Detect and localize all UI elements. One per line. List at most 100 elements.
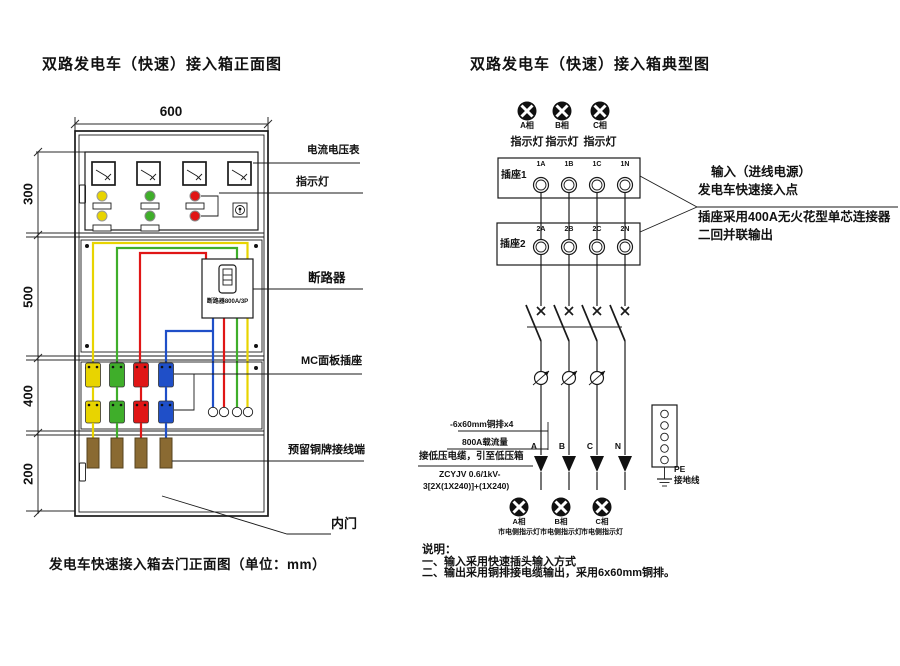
bus-note-2: 800A载流量: [462, 437, 508, 447]
right-title: 双路发电车（快速）接入箱典型图: [470, 56, 711, 73]
lamp-red: [189, 210, 201, 222]
label-breaker: 断路器: [308, 271, 346, 285]
button: [92, 224, 112, 232]
bus-note-1: -6x60mm铜排x4: [450, 419, 514, 429]
lamp-icon: [590, 101, 610, 121]
output-arrow: [618, 456, 632, 490]
top-lamp-phase-a: A相: [520, 121, 534, 130]
meter-icon: [136, 161, 161, 186]
phase-label-b: B: [558, 441, 565, 451]
pe-label: PE: [674, 464, 686, 474]
mc-connector-green: [109, 362, 125, 440]
height-dimension-200: 200: [20, 463, 36, 485]
breaker-box: [201, 258, 254, 319]
cabinet-outline: [74, 130, 269, 517]
mc-connector-red: [133, 362, 149, 440]
ground-label: 接地线: [674, 475, 700, 485]
top-lamp-label-a: 指示灯: [510, 136, 544, 148]
mc-section: [80, 361, 263, 440]
lamp-icon: [509, 497, 529, 517]
breaker-icon: [218, 264, 237, 294]
label-inner-door: 内门: [331, 516, 358, 531]
lamp-icon: [592, 497, 612, 517]
top-lamp-label-c: 指示灯: [583, 136, 617, 148]
button: [185, 202, 205, 210]
breaker-tag: 断路器800A/3P: [206, 299, 249, 305]
left-title: 双路发电车（快速）接入箱正面图: [42, 56, 283, 73]
height-dimension-400: 400: [20, 385, 36, 407]
socket2-pin-2b: 2B: [564, 226, 574, 233]
bottom-lamp-label-c: 市电侧指示灯: [581, 529, 623, 536]
bottom-phase-lamps: [509, 497, 612, 517]
cable-note: 接低压电缆，引至低压箱: [419, 451, 524, 462]
mc-connector-blue: [158, 362, 174, 440]
output-arrow: [562, 456, 576, 490]
phase-label-n: N: [614, 441, 621, 451]
height-dimension-500: 500: [20, 286, 36, 308]
label-mc-socket: MC面板插座: [301, 355, 363, 367]
ct-symbol: [532, 370, 550, 386]
notes-line-2: 二、输出采用铜排接电缆输出，采用6x60mm铜排。: [422, 567, 676, 579]
meter-icon: [227, 161, 252, 186]
socket2-pin-2n: 2N: [620, 226, 630, 233]
top-lamp-label-b: 指示灯: [545, 136, 579, 148]
bottom-lamp-phase-b: B相: [554, 517, 568, 526]
notes-line-1: 一、输入采用快速插头输入方式: [422, 556, 576, 568]
bottom-lamp-label-a: 市电侧指示灯: [498, 529, 540, 536]
switch-symbol: [609, 304, 630, 342]
lamp-yellow: [96, 190, 108, 202]
label-copper-terminal: 预留铜牌接线端: [288, 444, 365, 456]
conductor-lines: [540, 193, 626, 306]
cable-spec-1: ZCYJV 0.6/1kV-: [439, 469, 501, 479]
width-dimension: 600: [159, 104, 183, 119]
meter-icon: [91, 161, 116, 186]
left-caption: 发电车快速接入箱去门正面图（单位：mm）: [49, 557, 327, 572]
input-note-2: 发电车快速接入点: [698, 183, 799, 197]
socket1-name: 插座1: [501, 170, 527, 181]
door-hinge-bottom: [79, 462, 86, 482]
ct-symbol: [588, 370, 606, 386]
output-arrow: [534, 456, 548, 490]
input-note-3: 插座采用400A无火花型单芯连接器: [698, 210, 891, 224]
switch-symbol: [525, 304, 546, 342]
switch-symbols: [525, 304, 630, 342]
lamp-red: [189, 190, 201, 202]
label-indicator: 指示灯: [296, 176, 329, 188]
pe-terminal: [651, 404, 678, 487]
phase-label-a: A: [530, 441, 537, 451]
input-note-4: 二回并联输出: [698, 228, 774, 242]
socket1-pin-1n: 1N: [620, 161, 630, 168]
switch-symbol: [553, 304, 574, 342]
panel-meters: [84, 151, 259, 231]
copper-bars: [86, 437, 173, 469]
lamp-icon: [517, 101, 537, 121]
switch-symbol: [581, 304, 602, 342]
bottom-lamp-phase-c: C相: [595, 517, 609, 526]
mc-connector-yellow: [85, 362, 101, 440]
meter-icon: [182, 161, 207, 186]
socket1-pin-1b: 1B: [564, 161, 574, 168]
lamp-yellow: [96, 210, 108, 222]
leader-lines-left: [161, 162, 364, 535]
socket2-pin-2c: 2C: [592, 226, 602, 233]
ground-icon: [657, 478, 672, 487]
left-dimension: [26, 147, 85, 518]
leader-lines-right: [418, 175, 898, 467]
lamp-green: [144, 190, 156, 202]
top-phase-lamps: [517, 101, 610, 121]
ct-symbol: [560, 370, 578, 386]
top-dimension: [70, 117, 273, 131]
input-note-1: 输入（进线电源）: [711, 165, 812, 179]
lock-icon: [232, 202, 248, 218]
bottom-lamp-phase-a: A相: [512, 517, 526, 526]
lamp-green: [144, 210, 156, 222]
socket1-pin-1a: 1A: [536, 161, 546, 168]
output-arrow: [590, 456, 604, 490]
button: [140, 202, 160, 210]
phase-label-c: C: [586, 441, 593, 451]
ct-and-feeders: [532, 341, 632, 490]
top-lamp-phase-c: C相: [593, 121, 607, 130]
bottom-lamp-label-b: 市电侧指示灯: [540, 529, 582, 536]
